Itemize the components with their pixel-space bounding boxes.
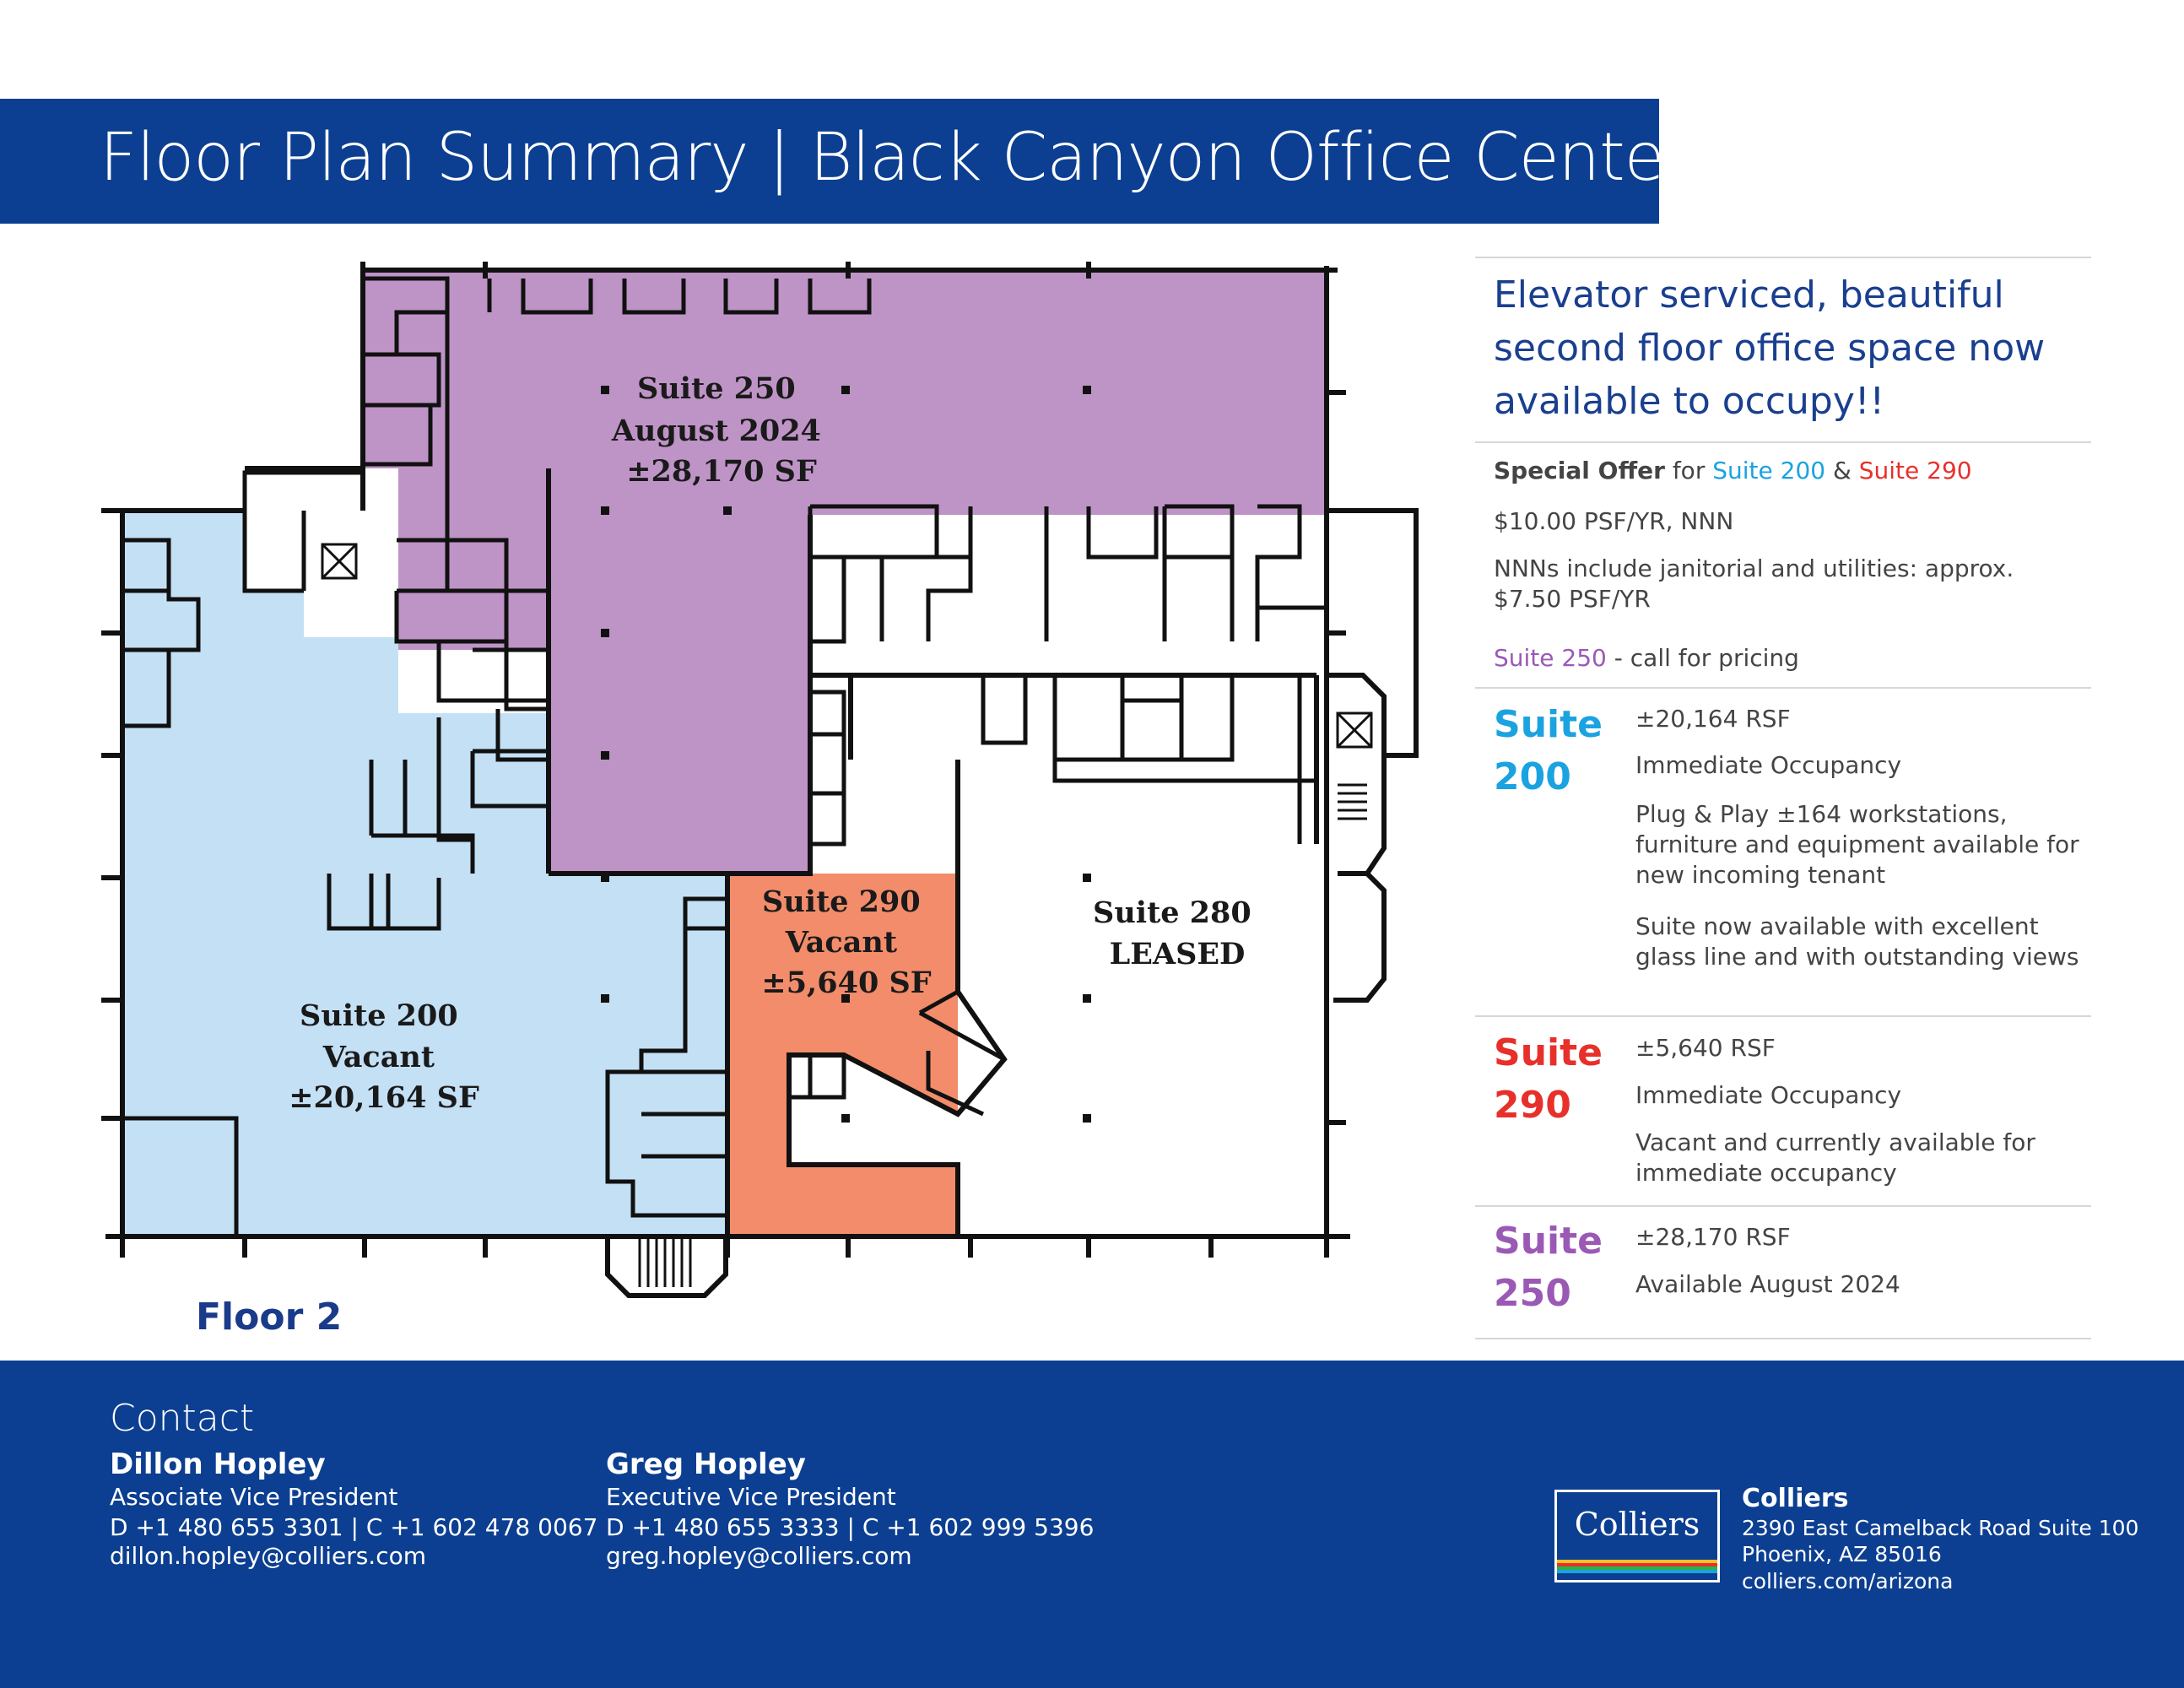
suite-290-label: Suite 290 Vacant ±5,640 SF (761, 885, 931, 1000)
column-markers (601, 386, 1091, 1123)
suite-200-area (122, 511, 727, 1234)
suite-280-area (851, 675, 1316, 1234)
suite-200-label: Suite 200 Vacant ±20,164 SF (289, 998, 479, 1115)
divider (1475, 1338, 2091, 1339)
contact-title-dillon: Associate Vice President (110, 1483, 398, 1511)
suite-200-rsf: ±20,164 RSF (1635, 705, 1791, 733)
suite-250-available: Available August 2024 (1635, 1270, 1900, 1298)
suite-290-area (727, 874, 1004, 1234)
contact-name-dillon: Dillon Hopley (110, 1447, 326, 1481)
logo-stripe-green (1557, 1566, 1717, 1570)
suite-200-plug-play: Plug & Play ±164 workstations, furniture… (1635, 800, 2079, 889)
perimeter-ticks (101, 262, 1346, 1258)
contact-phones-dillon: D +1 480 655 3301 | C +1 602 478 0067 (110, 1513, 598, 1541)
contact-title-greg: Executive Vice President (606, 1483, 896, 1511)
offer-nnn-line1: NNNs include janitorial and utilities: a… (1494, 555, 2014, 582)
company-name: Colliers (1742, 1484, 1849, 1513)
contact-phones-greg: D +1 480 655 3333 | C +1 602 999 5396 (606, 1513, 1095, 1541)
footer (0, 1361, 2184, 1688)
suite-250-label: Suite 250 August 2024 ±28,170 SF (611, 371, 831, 489)
page-title: Floor Plan Summary | Black Canyon Office… (100, 120, 1691, 196)
contact-email-greg[interactable]: greg.hopley@colliers.com (606, 1542, 912, 1570)
logo-stripe-blue (1557, 1570, 1717, 1573)
company-address2: Phoenix, AZ 85016 (1742, 1542, 1942, 1566)
divider (1475, 1015, 2091, 1017)
divider (1475, 687, 2091, 689)
suite-290-rsf: ±5,640 RSF (1635, 1034, 1776, 1062)
contact-email-dillon[interactable]: dillon.hopley@colliers.com (110, 1542, 427, 1570)
offer-price: $10.00 PSF/YR, NNN (1494, 507, 1734, 535)
suite-200-glass-line: Suite now available with excellent glass… (1635, 912, 2079, 971)
floor-label: Floor 2 (196, 1296, 343, 1339)
contact-title: Contact (110, 1397, 255, 1440)
floor-plan: Suite 250 August 2024 ±28,170 SF Suite 2… (101, 262, 1419, 1298)
special-offer-line: Special Offer for Suite 200 & Suite 290 (1494, 457, 1972, 484)
divider (1475, 441, 2091, 443)
suite-200-occupancy: Immediate Occupancy (1635, 751, 1902, 779)
suite-280-label: Suite 280 LEASED (1093, 895, 1262, 971)
contact-name-greg: Greg Hopley (606, 1447, 806, 1481)
offer-nnn-line2: $7.50 PSF/YR (1494, 585, 1651, 613)
suite-250-area (363, 270, 1327, 874)
logo-stripe-yellow (1557, 1560, 1717, 1563)
interior-walls (122, 276, 1327, 1236)
divider (1475, 1205, 2091, 1207)
suite-250-rsf: ±28,170 RSF (1635, 1223, 1791, 1251)
colliers-logo-text: Colliers (1574, 1506, 1700, 1543)
company-address1: 2390 East Camelback Road Suite 100 (1742, 1516, 2139, 1540)
divider (1475, 257, 2091, 258)
company-web[interactable]: colliers.com/arizona (1742, 1569, 1954, 1593)
logo-stripe-red (1557, 1563, 1717, 1566)
suite-290-occupancy: Immediate Occupancy (1635, 1081, 1902, 1109)
core-elements (321, 543, 1373, 1287)
suite-290-vacant: Vacant and currently available for immed… (1635, 1128, 2035, 1187)
headline: Elevator serviced, beautiful second floo… (1494, 273, 2046, 423)
offer-suite-250: Suite 250 - call for pricing (1494, 644, 1799, 672)
colliers-logo: Colliers (1554, 1490, 1720, 1582)
title-banner (0, 99, 1659, 224)
